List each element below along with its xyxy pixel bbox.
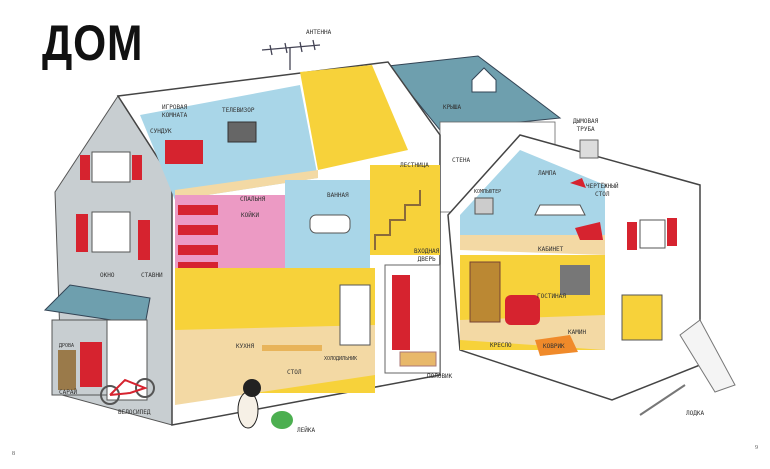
page-number-left: 8 <box>12 451 15 457</box>
armchair <box>505 295 540 325</box>
label-roof: КРЫША <box>443 104 462 111</box>
label-shed: САРАЙ <box>59 389 78 396</box>
label-drafting-table-1: ЧЕРТЁЖНЫЙ <box>586 183 619 190</box>
doormat <box>399 351 437 367</box>
label-living-room: ГОСТИНАЯ <box>537 293 566 300</box>
label-playroom-2: КОМНАТА <box>162 112 188 119</box>
label-stairs: ЛЕСТНИЦА <box>400 162 429 169</box>
boat-icon <box>679 319 736 393</box>
dormer <box>471 67 497 93</box>
label-armchair: КРЕСЛО <box>490 342 512 349</box>
page-title: ДОМ <box>42 15 144 71</box>
label-chest: СУНДУК <box>150 128 172 135</box>
label-bathroom: ВАННАЯ <box>327 192 349 199</box>
rug <box>535 335 578 356</box>
label-shutters: СТАВНИ <box>141 272 163 279</box>
chest <box>165 140 203 164</box>
label-playroom-1: ИГРОВАЯ <box>162 104 188 111</box>
label-lamp: ЛАМПА <box>538 170 557 177</box>
label-computer: КОМПЬЮТЕР <box>474 189 502 195</box>
label-bedroom: СПАЛЬНЯ <box>240 196 266 203</box>
page-number-right: 9 <box>755 445 758 451</box>
label-wall: СТЕНА <box>452 157 471 164</box>
label-front-door-1: ВХОДНАЯ <box>414 248 440 255</box>
right-window <box>621 294 663 341</box>
chimney <box>579 139 599 159</box>
study <box>460 150 605 250</box>
label-bunks: КОЙКИ <box>241 212 260 219</box>
lamp-icon <box>570 178 586 188</box>
label-bicycle: ВЕЛОСИПЕД <box>118 409 151 416</box>
label-drafting-table-2: СТОЛ <box>595 191 610 198</box>
watering-can-icon <box>271 411 293 429</box>
tv <box>227 121 257 143</box>
label-table: СТОЛ <box>287 369 302 376</box>
label-antenna: АНТЕННА <box>306 29 332 36</box>
label-window: ОКНО <box>100 272 115 279</box>
attic-yellow <box>300 65 408 170</box>
label-fridge: ХОЛОДИЛЬНИК <box>324 356 358 362</box>
roof <box>387 55 562 131</box>
antenna-icon <box>261 39 321 70</box>
label-boat: ЛОДКА <box>686 410 705 417</box>
label-rug: КОВРИК <box>543 343 565 350</box>
label-firewood: ДРОВА <box>59 343 75 349</box>
label-kitchen: КУХНЯ <box>236 343 255 350</box>
label-front-door-2: ДВЕРЬ <box>417 256 436 263</box>
front-door <box>392 275 410 350</box>
bicycle-icon <box>100 378 155 405</box>
label-watering-can: ЛЕЙКА <box>297 427 316 434</box>
label-chimney-2: ТРУБА <box>576 126 595 133</box>
label-doormat: ПОЛОВИК <box>427 373 453 380</box>
label-chimney-1: ДЫМОВАЯ <box>573 118 599 125</box>
label-fireplace: КАМИН <box>568 329 587 336</box>
label-tv: ТЕЛЕВИЗОР <box>222 107 255 114</box>
fridge <box>339 284 371 346</box>
label-study: КАБИНЕТ <box>538 246 564 253</box>
